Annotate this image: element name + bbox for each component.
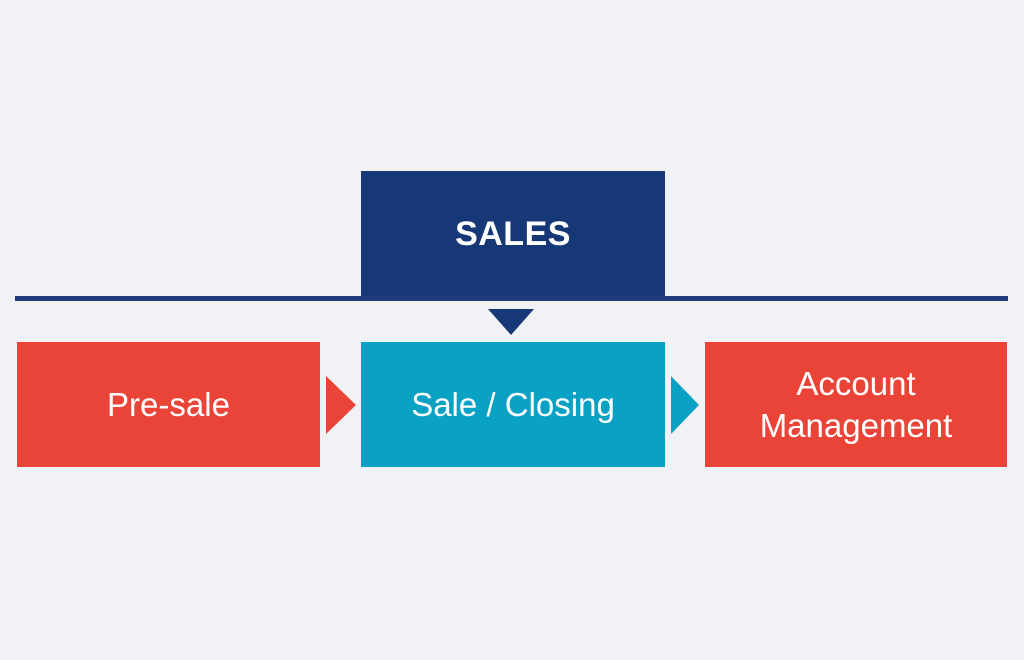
arrow-right-icon-closing-to-account-management [671, 376, 699, 434]
stage-box-label: Pre-sale [107, 385, 230, 423]
stage-box-account-management: Account Management [705, 342, 1007, 467]
stage-box-sale-closing: Sale / Closing [361, 342, 665, 467]
down-arrow-icon [488, 309, 534, 335]
arrow-right-icon-pre-sale-to-closing [326, 376, 356, 434]
stage-box-pre-sale: Pre-sale [17, 342, 320, 467]
stage-box-label: Sale / Closing [411, 385, 615, 423]
horizontal-divider-line [15, 296, 1008, 301]
header-box-label: SALES [455, 214, 571, 253]
header-box-sales: SALES [361, 171, 665, 296]
stage-box-label: Account Management [759, 364, 953, 444]
